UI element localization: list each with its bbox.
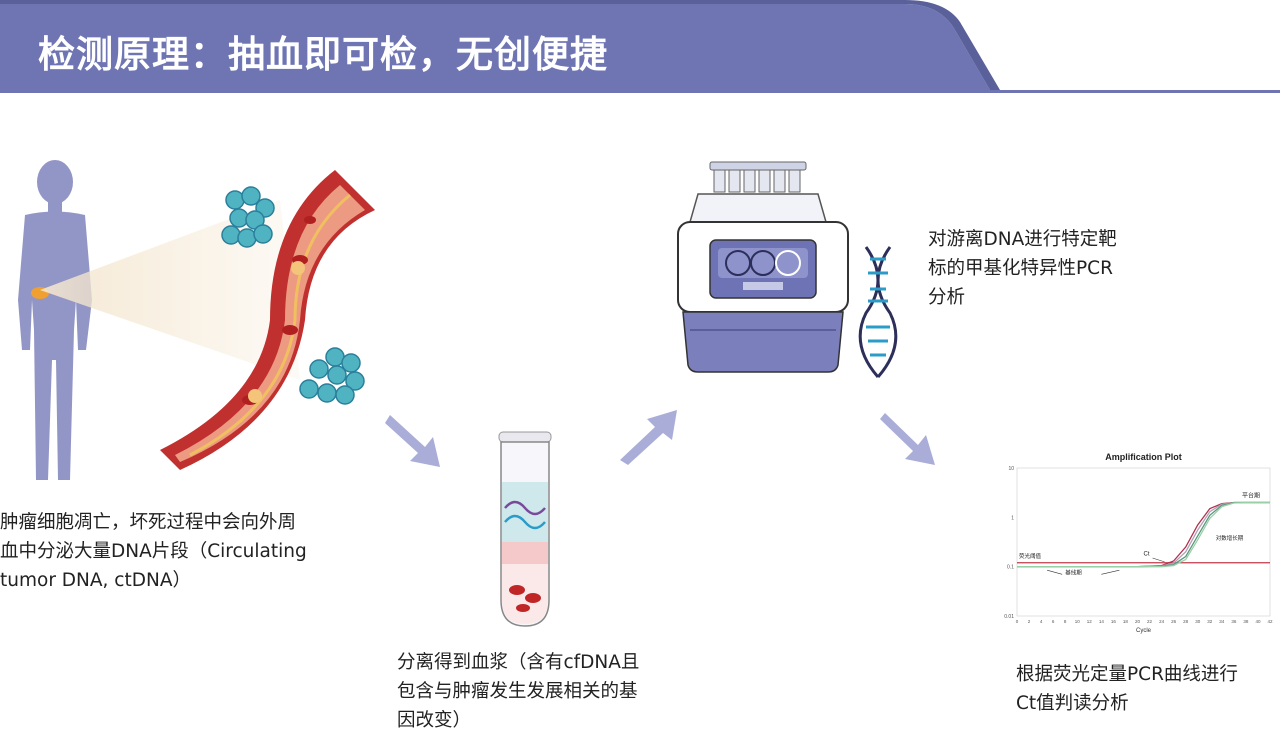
x-tick-label: 2 — [1028, 619, 1031, 624]
y-tick-label: 0.01 — [1004, 614, 1014, 620]
magnify-beam — [40, 200, 300, 380]
step2-description: 分离得到血浆（含有cfDNA且 包含与肿瘤发生发展相关的基 因改变） — [397, 648, 639, 735]
page-title: 检测原理：抽血即可检，无创便捷 — [38, 33, 608, 76]
x-tick-label: 8 — [1064, 619, 1067, 624]
x-tick-label: 18 — [1123, 619, 1129, 624]
x-tick-label: 14 — [1099, 619, 1105, 624]
chart-title: Amplification Plot — [1105, 452, 1182, 462]
annotation-baseline: 基线期 — [1065, 568, 1082, 576]
baseline-pointer — [1047, 569, 1063, 575]
flow-arrow-1 — [385, 415, 440, 467]
test-tube-illustration — [498, 431, 552, 627]
ct-pointer — [1152, 557, 1165, 563]
step2-line2: 包含与肿瘤发生发展相关的基 — [397, 681, 638, 702]
x-tick-label: 16 — [1111, 619, 1117, 624]
y-tick-label: 0.1 — [1007, 565, 1014, 571]
step1-line3: tumor DNA, ctDNA） — [0, 570, 191, 591]
x-tick-label: 38 — [1243, 619, 1249, 624]
step1-description: 肿瘤细胞凋亡，坏死过程中会向外周 血中分泌大量DNA片段（Circulating… — [0, 508, 307, 595]
x-tick-label: 22 — [1147, 619, 1153, 624]
x-tick-label: 40 — [1255, 619, 1261, 624]
step4-line1: 根据荧光定量PCR曲线进行 — [1016, 664, 1238, 685]
x-tick-label: 4 — [1040, 619, 1043, 624]
x-tick-label: 42 — [1267, 619, 1273, 624]
plot-area — [1016, 467, 1271, 617]
annotation-threshold: 荧光阈值 — [1019, 552, 1042, 560]
pcr-machine-illustration — [677, 161, 849, 373]
step3-line1: 对游离DNA进行特定靶 — [928, 229, 1117, 250]
x-tick-label: 28 — [1183, 619, 1189, 624]
step4-line2: Ct值判读分析 — [1016, 693, 1129, 714]
step3-line2: 标的甲基化特异性PCR — [928, 258, 1113, 279]
series-line-4 — [1017, 501, 1270, 568]
x-tick-label: 12 — [1087, 619, 1093, 624]
x-tick-label: 26 — [1171, 619, 1177, 624]
header-banner — [0, 0, 1280, 93]
step3-line3: 分析 — [928, 287, 966, 308]
x-tick-label: 20 — [1135, 619, 1141, 624]
x-tick-label: 0 — [1016, 619, 1019, 624]
x-tick-label: 32 — [1207, 619, 1213, 624]
step3-description: 对游离DNA进行特定靶 标的甲基化特异性PCR 分析 — [928, 225, 1117, 312]
x-tick-label: 36 — [1231, 619, 1237, 624]
blood-vessel-illustration — [160, 170, 375, 470]
x-tick-label: 6 — [1052, 619, 1055, 624]
annotation-exponential: 对数增长期 — [1216, 534, 1244, 542]
y-tick-label: 10 — [1008, 466, 1014, 472]
x-tick-label: 10 — [1075, 619, 1081, 624]
x-axis-label: Cycle — [1136, 628, 1152, 634]
step1-line2: 血中分泌大量DNA片段（Circulating — [0, 541, 307, 562]
x-tick-label: 34 — [1219, 619, 1225, 624]
step1-line1: 肿瘤细胞凋亡，坏死过程中会向外周 — [0, 512, 297, 533]
baseline-pointer — [1101, 569, 1120, 575]
flow-arrow-3 — [880, 413, 935, 465]
tumor-cell-cluster-icon — [221, 186, 275, 248]
flow-arrow-2 — [620, 410, 677, 465]
y-tick-label: 1 — [1011, 515, 1014, 521]
step2-line3: 因改变） — [397, 710, 472, 731]
x-tick-label: 30 — [1195, 619, 1201, 624]
annotation-plateau: 平台期 — [1242, 491, 1260, 499]
annotation-ct: Ct — [1144, 551, 1150, 557]
tumor-cell-cluster-icon — [299, 347, 365, 405]
dna-helix-icon — [858, 246, 898, 378]
step2-line1: 分离得到血浆（含有cfDNA且 — [397, 652, 640, 673]
x-tick-label: 24 — [1159, 619, 1165, 624]
step4-description: 根据荧光定量PCR曲线进行 Ct值判读分析 — [1016, 660, 1238, 718]
